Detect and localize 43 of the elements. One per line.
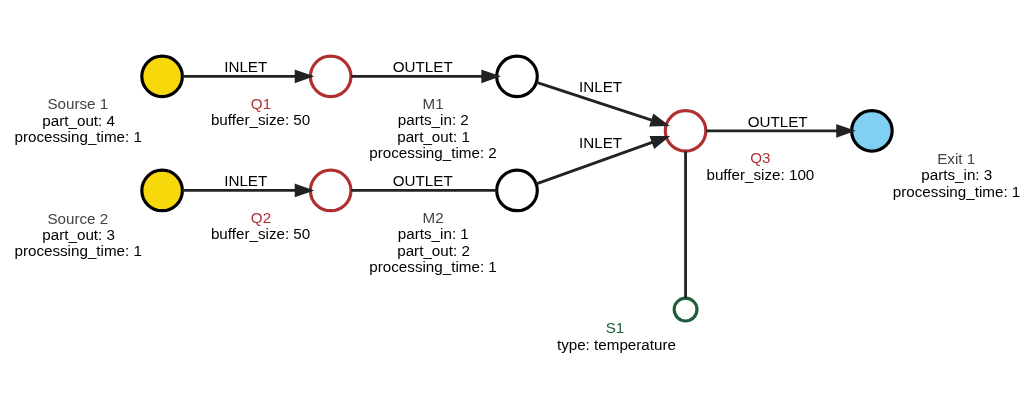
node-label: Q2 <box>250 208 272 226</box>
node-circle <box>850 108 894 153</box>
node-circle <box>663 108 708 153</box>
node-label: part_out: 2 <box>397 241 470 259</box>
node-label: processing_time: 1 <box>892 182 1021 200</box>
edge-label: INLET <box>224 57 268 75</box>
node-label: Source 2 <box>47 209 109 227</box>
edge-label: OUTLET <box>392 171 453 189</box>
connector <box>351 188 497 192</box>
node-circle <box>672 296 699 323</box>
edge-label: OUTLET <box>392 57 453 75</box>
arrow <box>182 69 315 83</box>
node-circle <box>308 54 353 98</box>
node-label: Sourse 1 <box>47 94 109 112</box>
node-label: buffer_size: 100 <box>706 165 815 183</box>
node-label: part_out: 3 <box>42 225 115 243</box>
arrow <box>706 123 856 138</box>
edge-label: INLET <box>579 77 623 95</box>
node-label: Exit 1 <box>937 149 976 167</box>
node-label: parts_in: 2 <box>397 110 469 128</box>
arrow <box>351 69 501 83</box>
node-label: parts_in: 3 <box>921 165 993 183</box>
edge-label: INLET <box>224 171 268 189</box>
node-circle <box>140 54 184 98</box>
node-label: Q1 <box>250 94 272 112</box>
edge-label: OUTLET <box>747 112 808 130</box>
node-label: part_out: 4 <box>42 111 115 129</box>
arrow <box>536 80 670 126</box>
node-label: M2 <box>422 208 444 226</box>
node-label: parts_in: 1 <box>397 224 469 242</box>
node-circle <box>308 168 353 212</box>
node-circle <box>495 168 539 212</box>
node-label: part_out: 1 <box>397 127 470 145</box>
edge-label: INLET <box>579 133 623 151</box>
node-label: M1 <box>422 94 444 112</box>
arrow <box>182 183 315 197</box>
node-label: type: temperature <box>556 335 676 353</box>
node-label: S1 <box>605 318 625 336</box>
node-circle <box>495 54 539 98</box>
arrow <box>535 135 671 185</box>
node-circle <box>140 168 184 212</box>
node-label: Q3 <box>750 148 771 166</box>
connector <box>684 150 687 298</box>
